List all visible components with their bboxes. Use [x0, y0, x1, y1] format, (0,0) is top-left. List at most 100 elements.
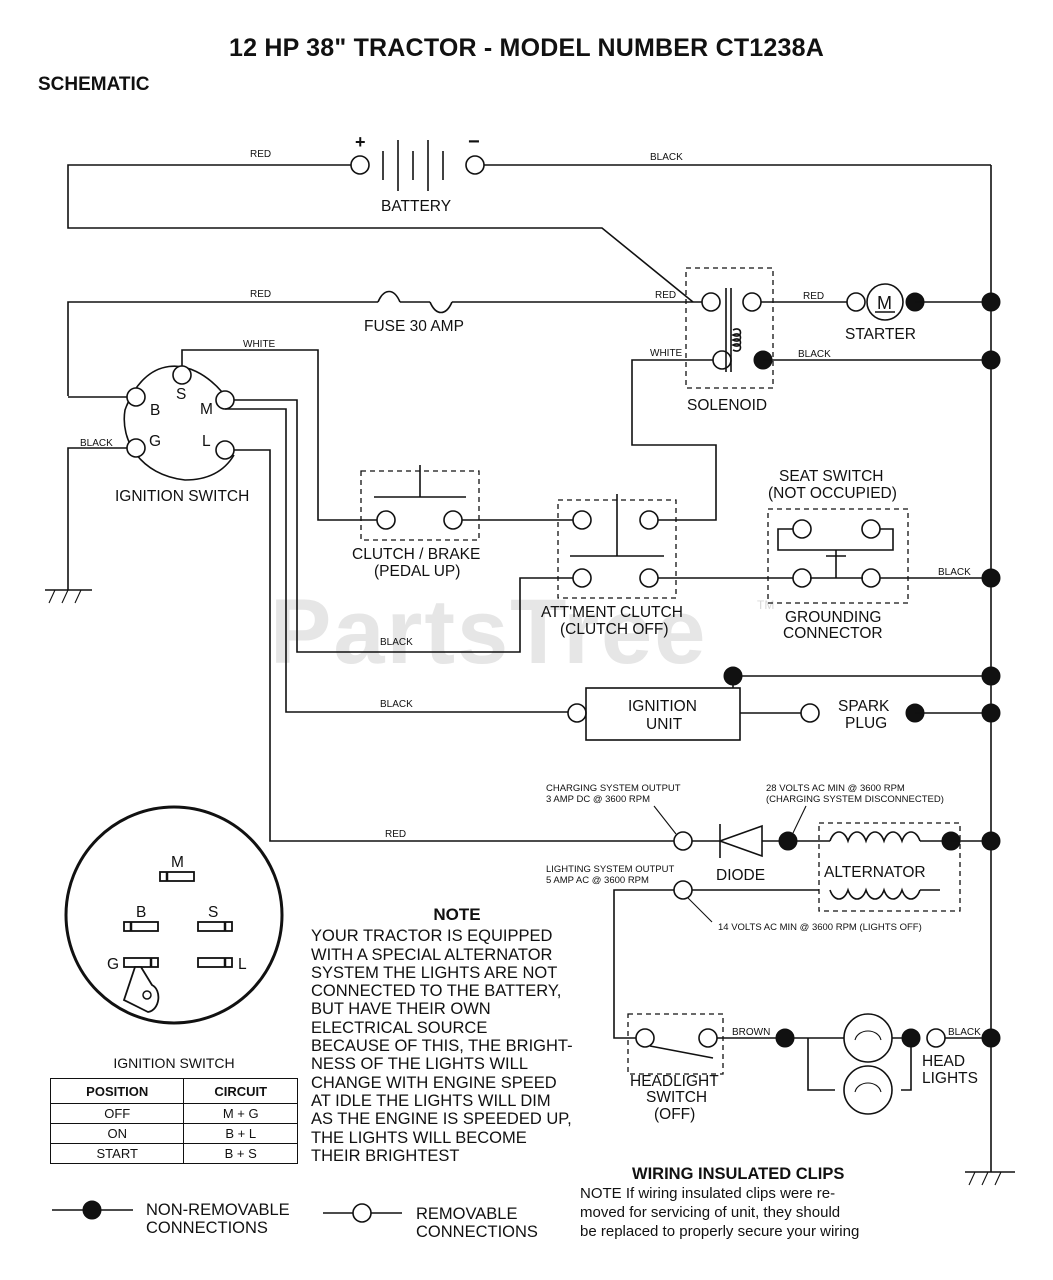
table-cell-position: ON: [49, 1123, 185, 1144]
ignition-unit-label: IGNITION: [628, 698, 697, 715]
ac-14v-pointer: [687, 897, 713, 923]
headlight-switch: HEADLIGHT SWITCH (OFF): [627, 1013, 724, 1123]
headlight-ground-terminal: [926, 1028, 946, 1048]
lighting-output-terminal: [673, 880, 693, 900]
terminal-label-g: G: [149, 433, 161, 450]
ignition-terminal-s: [172, 365, 192, 385]
wire-label-black-headlight: BLACK: [948, 1027, 981, 1038]
solenoid-label: SOLENOID: [687, 397, 767, 414]
detail-terminal-label-s: S: [208, 904, 218, 921]
seat-switch: SEAT SWITCH (NOT OCCUPIED) GROUNDING CON…: [767, 468, 909, 642]
spark-plug-sublabel: PLUG: [845, 715, 887, 732]
wire-label-white-solenoid: WHITE: [650, 348, 683, 359]
ignition-m-black-wire-interlock: [234, 399, 575, 653]
diode-label: DIODE: [716, 867, 765, 884]
attachment-clutch-sublabel: (CLUTCH OFF): [560, 621, 669, 638]
table-row: START B + S: [49, 1143, 298, 1164]
fuse-element-left: [377, 290, 401, 303]
solenoid: SOLENOID: [685, 267, 774, 414]
attachment-clutch-switch: ATT'MENT CLUTCH (CLUTCH OFF): [541, 494, 683, 638]
headlight-feed-connection: [775, 1028, 795, 1048]
seat-switch-label: SEAT SWITCH: [779, 468, 884, 485]
legend-non-removable-symbol: [82, 1200, 102, 1220]
charging-output-label: CHARGING SYSTEM OUTPUT: [546, 783, 681, 794]
ignition-unit-ground-connection: [723, 666, 743, 686]
battery-plus-sign: +: [355, 132, 366, 152]
legend-non-removable-label: NON-REMOVABLE CONNECTIONS: [146, 1201, 290, 1237]
bus-junction: [981, 568, 1001, 588]
wire-label-black-interlock: BLACK: [380, 637, 413, 648]
clutch-brake-sublabel: (PEDAL UP): [374, 563, 460, 580]
head-lights-label: HEAD: [922, 1053, 965, 1070]
wire-label-red-starter: RED: [803, 291, 824, 302]
legend-removable-symbol: [352, 1203, 372, 1223]
clips-title: WIRING INSULATED CLIPS: [632, 1165, 845, 1183]
bus-junction: [981, 831, 1001, 851]
table-cell-position: OFF: [49, 1103, 185, 1124]
starter-label: STARTER: [845, 326, 916, 343]
legend-removable-label: REMOVABLE CONNECTIONS: [416, 1205, 538, 1241]
wire-label-black-battery: BLACK: [650, 152, 683, 163]
ignition-unit-sublabel: UNIT: [646, 716, 683, 733]
attachment-clutch-label: ATT'MENT CLUTCH: [541, 604, 683, 621]
headlight-upper: [843, 1013, 893, 1063]
ignition-terminal-l: [215, 440, 235, 460]
bus-junction: [981, 1028, 1001, 1048]
headlight-lower-return: [901, 1038, 912, 1091]
detail-terminal-label-l: L: [238, 956, 247, 973]
battery-negative-terminal: [465, 155, 485, 175]
ignition-terminal-b: [126, 387, 146, 407]
wiring-clips-note: WIRING INSULATED CLIPS NOTE If wiring in…: [580, 1165, 930, 1241]
headlight-switch-sublabel: SWITCH: [646, 1089, 707, 1106]
terminal-label-m: M: [200, 401, 213, 418]
wire-label-red-solenoid: RED: [655, 290, 676, 301]
spark-plug-terminal: [800, 703, 820, 723]
table-cell-circuit: B + S: [183, 1143, 298, 1164]
clutch-brake-switch: CLUTCH / BRAKE (PEDAL UP): [352, 465, 480, 580]
ground-symbol-right: [965, 1160, 1015, 1186]
spark-plug-label: SPARK: [838, 698, 890, 715]
headlight-return-connection: [901, 1028, 921, 1048]
seat-switch-sublabel: (NOT OCCUPIED): [768, 485, 897, 502]
bus-junction: [981, 666, 1001, 686]
starter-motor-symbol: M: [877, 293, 892, 313]
headlight-switch-label: HEADLIGHT: [630, 1073, 719, 1090]
table-cell-circuit: M + G: [183, 1103, 298, 1124]
wire-label-black-ignition-unit: BLACK: [380, 699, 413, 710]
ignition-position-table: POSITION CIRCUIT OFF M + G ON B + L STAR…: [49, 1078, 298, 1164]
detail-terminal-label-g: G: [107, 956, 119, 973]
battery-positive-terminal: [350, 155, 370, 175]
ignition-switch: B S M G L IGNITION SWITCH: [115, 365, 249, 505]
note-body: YOUR TRACTOR IS EQUIPPED WITH A SPECIAL …: [311, 927, 573, 1165]
ignition-terminal-m: [215, 390, 235, 410]
solenoid-white-interlock-wire: [631, 359, 717, 521]
lighting-output-label: LIGHTING SYSTEM OUTPUT: [546, 864, 674, 875]
ignition-switch-label: IGNITION SWITCH: [115, 488, 249, 505]
table-header-row: POSITION CIRCUIT: [49, 1078, 298, 1104]
alternator-dc-connection: [778, 831, 798, 851]
ac-14v-label: 14 VOLTS AC MIN @ 3600 RPM (LIGHTS OFF): [718, 922, 922, 933]
ignition-g-black-wire: [67, 447, 127, 590]
ignition-unit: IGNITION UNIT: [567, 687, 741, 741]
alternator-label: ALTERNATOR: [824, 864, 926, 881]
charging-output-terminal: [673, 831, 693, 851]
ignition-l-red-wire: [234, 449, 674, 842]
detail-terminal-label-b: B: [136, 904, 146, 921]
alternator-note: NOTE YOUR TRACTOR IS EQUIPPED WITH A SPE…: [311, 905, 611, 1165]
legend: [52, 1200, 402, 1223]
clutch-brake-label: CLUTCH / BRAKE: [352, 546, 480, 563]
ignition-s-white-wire: [181, 349, 380, 521]
detail-terminal-label-m: M: [171, 854, 184, 871]
headlight-lower: [843, 1065, 893, 1115]
grounding-connector-sublabel: CONNECTOR: [783, 625, 883, 642]
charging-output-pointer: [653, 805, 677, 835]
starter-motor: M STARTER: [845, 283, 925, 343]
headlight-lower-feed: [807, 1038, 835, 1091]
terminal-label-l: L: [202, 433, 211, 450]
ignition-terminal-g: [126, 438, 146, 458]
table-cell-circuit: B + L: [183, 1123, 298, 1144]
ignition-switch-detail: M B S G L: [64, 805, 284, 1025]
table-row: OFF M + G: [49, 1103, 298, 1124]
note-title: NOTE: [433, 905, 481, 924]
